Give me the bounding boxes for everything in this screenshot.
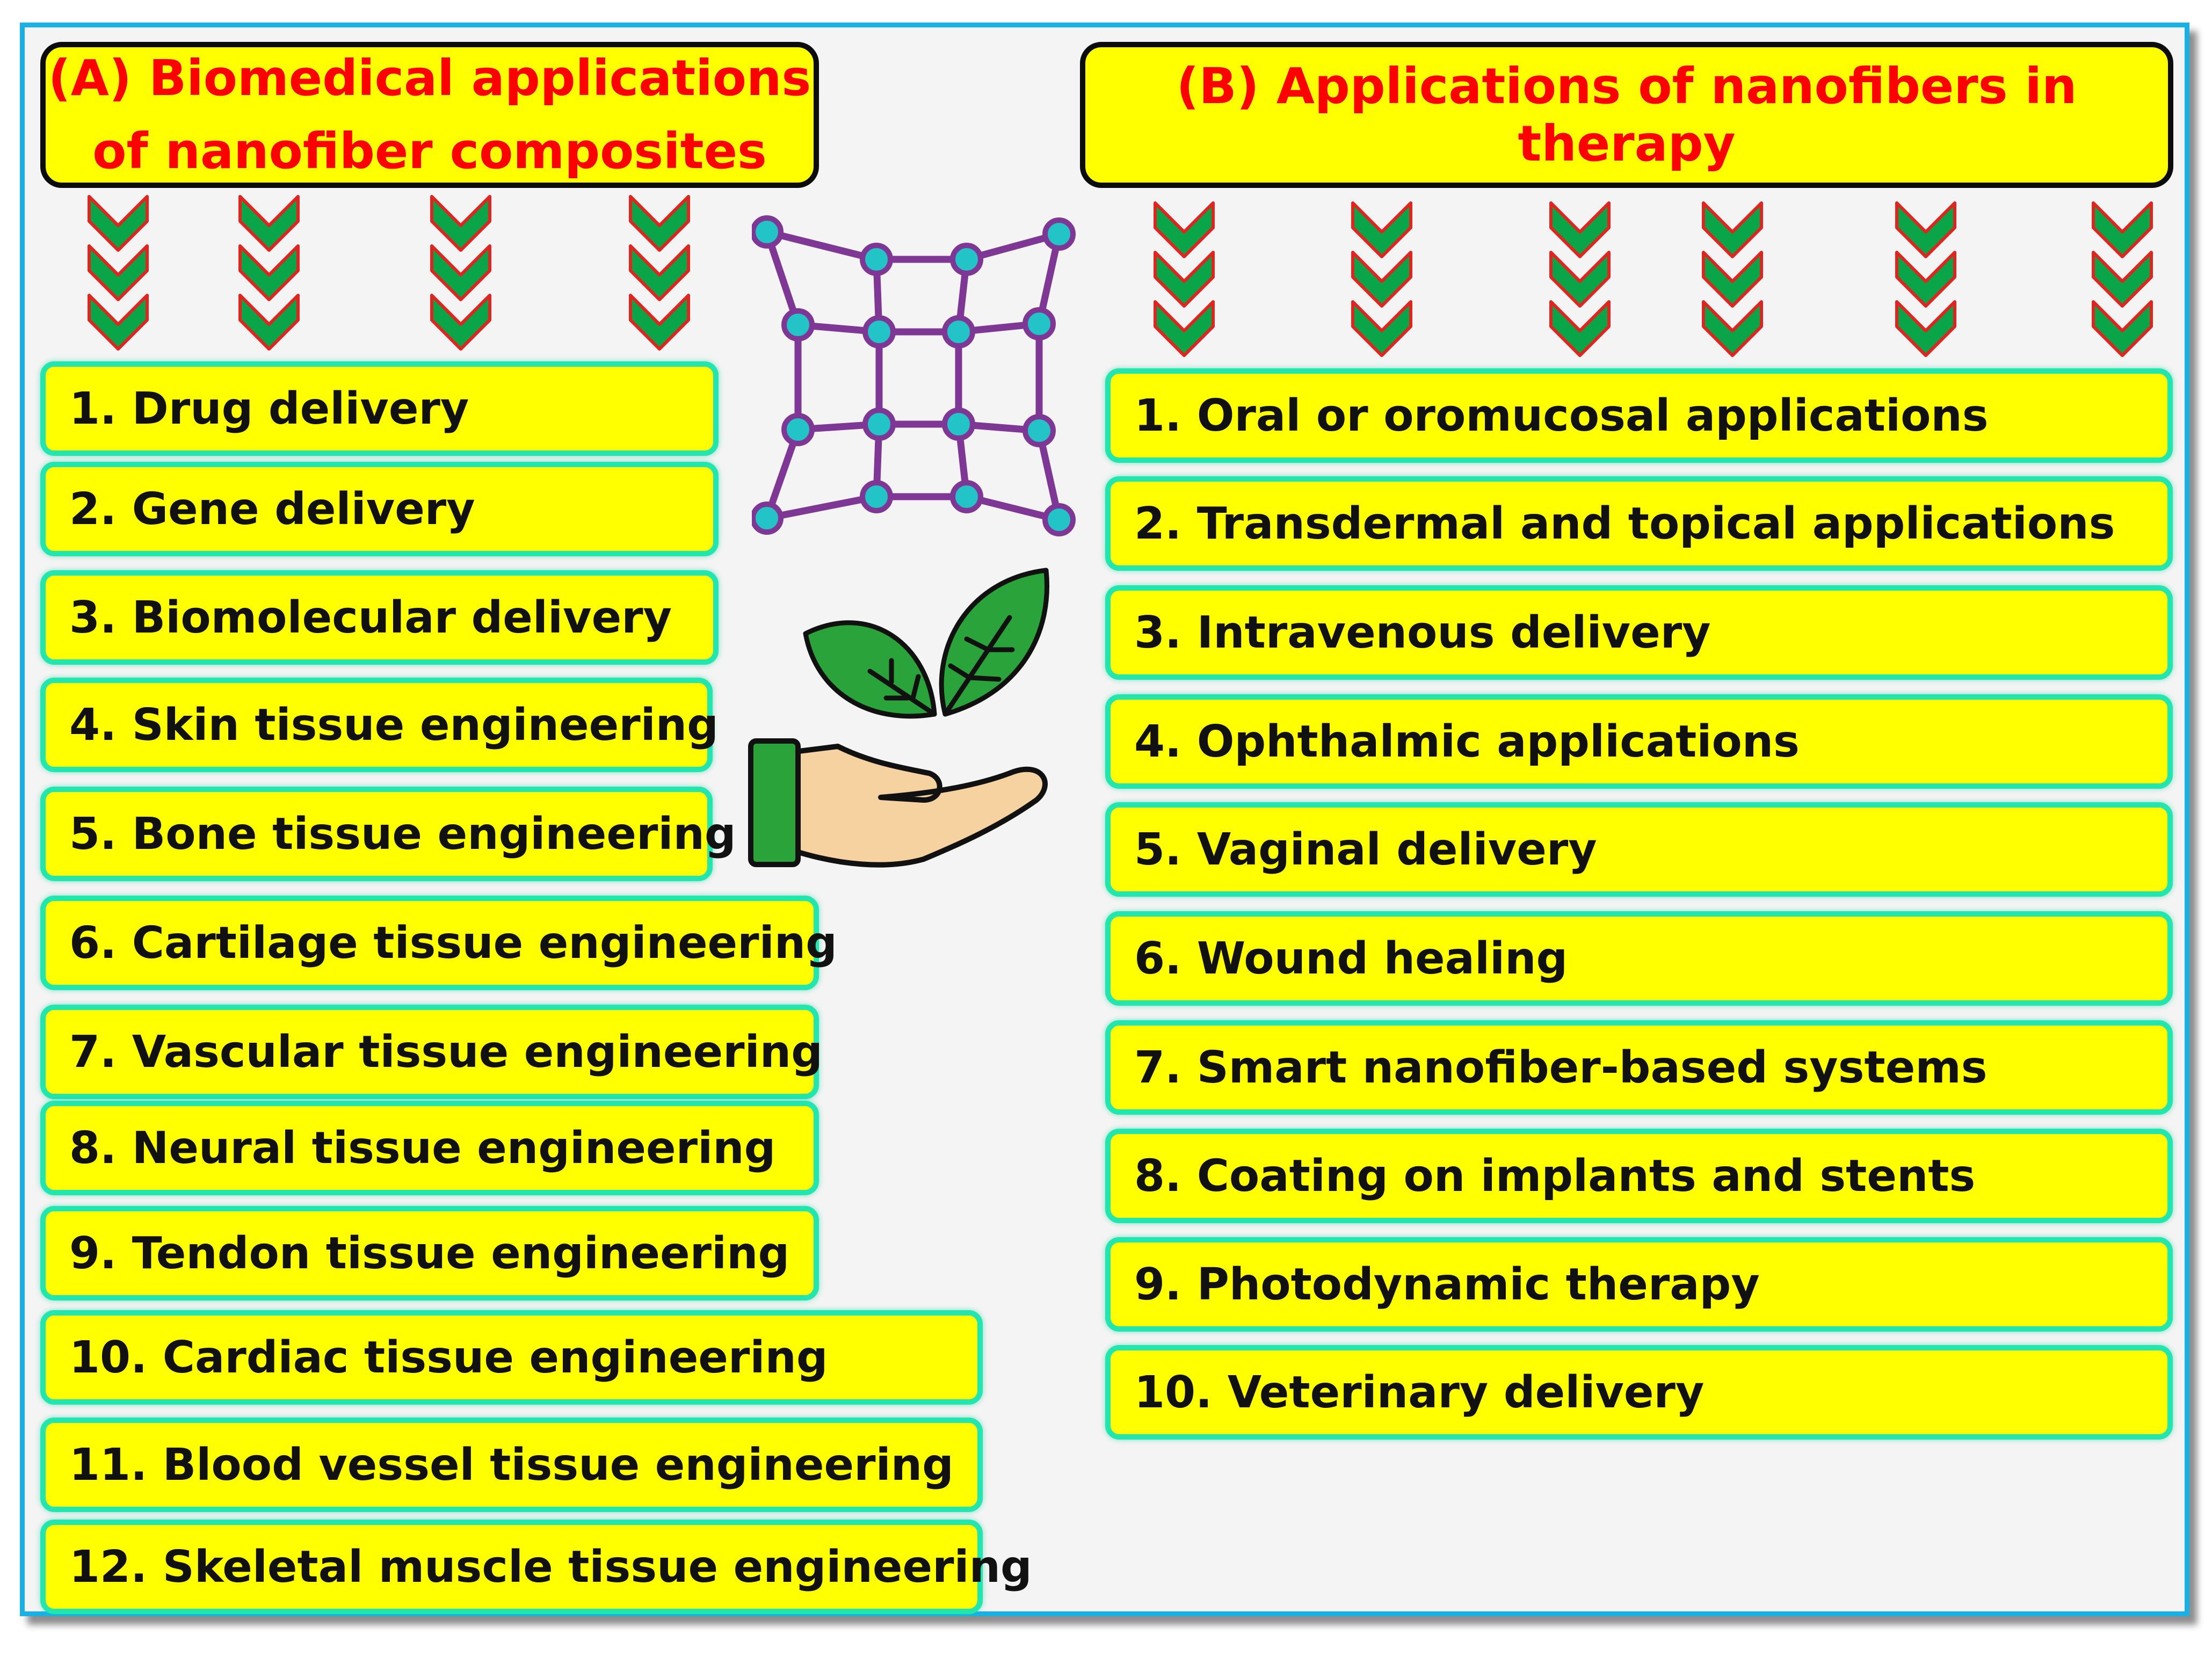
panel-a-item: 2. Gene delivery [40, 462, 719, 556]
chevron-down-icon [2091, 200, 2153, 361]
panel-b-item: 4. Ophthalmic applications [1105, 694, 2173, 789]
panel-a-item: 1. Drug delivery [40, 361, 719, 456]
chevron-down-icon [1895, 200, 1957, 361]
panel-a-item: 11. Blood vessel tissue engineering [40, 1418, 983, 1512]
panel-a-item: 6. Cartilage tissue engineering [40, 896, 837, 990]
panel-a-title: (A) Biomedical applications of nanofiber… [40, 42, 819, 188]
chevron-down-icon [1351, 200, 1413, 361]
panel-a-item: 3. Biomolecular delivery [40, 570, 719, 665]
panel-a-title-line2: of nanofiber composites [92, 122, 767, 180]
panel-b-title: (B) Applications of nanofibers in therap… [1080, 42, 2173, 188]
panel-a-title-line1: (A) Biomedical applications [48, 49, 811, 107]
chevron-down-icon [238, 193, 300, 354]
panel-b-item: 9. Photodynamic therapy [1105, 1237, 2173, 1332]
nanofiber-mesh-icon [752, 215, 1076, 536]
panel-a-item: 7. Vascular tissue engineering [40, 1005, 823, 1099]
panel-a-item: 4. Skin tissue engineering [40, 678, 719, 772]
panel-b-item: 10. Veterinary delivery [1105, 1345, 2173, 1440]
panel-a-item: 12. Skeletal muscle tissue engineering [40, 1520, 1032, 1614]
panel-a-item: 10. Cardiac tissue engineering [40, 1310, 983, 1405]
chevron-down-icon [1153, 200, 1215, 361]
panel-b-item: 6. Wound healing [1105, 911, 2173, 1006]
chevron-down-icon [430, 193, 492, 354]
panel-a-item: 5. Bone tissue engineering [40, 787, 736, 881]
panel-b-item: 3. Intravenous delivery [1105, 585, 2173, 680]
chevron-down-icon [87, 193, 149, 354]
panel-a-item: 9. Tendon tissue engineering [40, 1206, 819, 1300]
chevron-down-icon [1701, 200, 1764, 361]
panel-b-item: 2. Transdermal and topical applications [1105, 476, 2173, 571]
panel-a-item: 8. Neural tissue engineering [40, 1101, 819, 1195]
panel-b-item: 5. Vaginal delivery [1105, 802, 2173, 897]
hand-holding-leaves-icon [748, 568, 1049, 868]
panel-b-item: 1. Oral or oromucosal applications [1105, 368, 2173, 463]
chevron-down-icon [628, 193, 691, 354]
panel-b-item: 7. Smart nanofiber-based systems [1105, 1020, 2173, 1115]
panel-b-item: 8. Coating on implants and stents [1105, 1129, 2173, 1223]
chevron-down-icon [1549, 200, 1611, 361]
